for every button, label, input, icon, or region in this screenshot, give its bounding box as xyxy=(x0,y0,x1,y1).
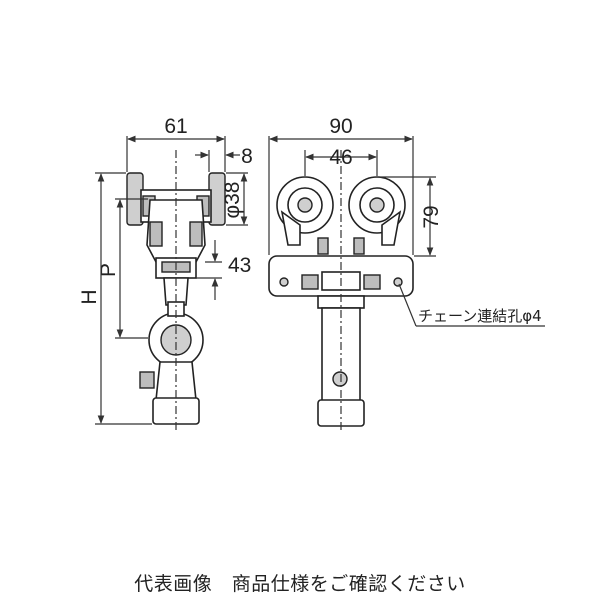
plate-left xyxy=(280,210,301,246)
dim-h-label: H xyxy=(78,289,101,304)
dim-79-label: 79 xyxy=(420,205,443,228)
dim-46-label: 46 xyxy=(329,146,352,169)
beam-hole xyxy=(279,277,289,287)
plate-right xyxy=(381,210,402,246)
chain-hole xyxy=(393,277,403,287)
chain-hole-note: チェーン連結孔φ4 xyxy=(418,307,542,325)
beam-nut-right xyxy=(363,274,381,290)
dim-8-label: 8 xyxy=(241,145,253,168)
center-bolt-right xyxy=(353,237,365,255)
caption: 代表画像 商品仕様をご確認ください xyxy=(134,573,466,595)
dim-90-label: 90 xyxy=(329,115,352,138)
leader-line xyxy=(398,283,417,327)
body-bolt-right xyxy=(189,221,203,247)
beam-nut-left xyxy=(301,274,319,290)
front-wheel-right-axle xyxy=(369,197,385,213)
side-bolt xyxy=(139,371,155,389)
front-wheel-left-axle xyxy=(297,197,313,213)
dim-61-label: 61 xyxy=(164,115,187,138)
side-view: 61 8 φ38 43 P H xyxy=(78,115,253,430)
stem xyxy=(163,277,189,306)
front-view: 90 46 79 チェーン連結孔φ4 xyxy=(268,115,545,430)
center-bolt-left xyxy=(317,237,329,255)
body-bolt-left xyxy=(149,221,163,247)
dim-43-label: 43 xyxy=(228,254,251,277)
dim-38-label: φ38 xyxy=(221,182,244,219)
stem-bolt xyxy=(332,371,348,387)
